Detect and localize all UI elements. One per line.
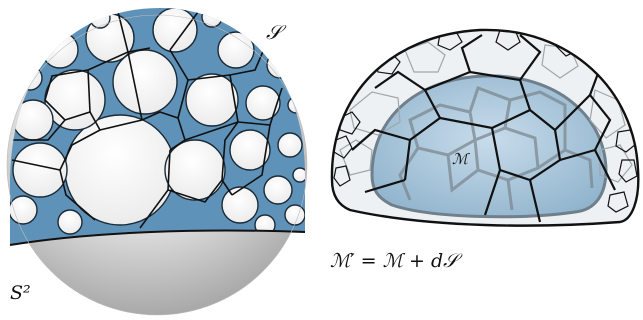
packing-circle (112, 49, 178, 115)
inner-mesh-label: ℳ (452, 150, 469, 168)
packing-circle (217, 31, 255, 69)
polygon-network (11, 11, 283, 229)
cap-boundary (9, 229, 306, 246)
packing-circle (201, 8, 223, 28)
packing-circle (164, 139, 226, 201)
packing-circle (277, 132, 303, 158)
packing-circle (284, 204, 305, 226)
packing-circle (10, 195, 38, 225)
packing-circle (292, 167, 305, 183)
right-dome-group (330, 28, 640, 227)
packing-circle (221, 186, 259, 224)
packing-circle (57, 209, 83, 235)
circle-packing (10, 8, 305, 236)
packing-circle (245, 85, 281, 121)
left-sphere-group (6, 8, 308, 316)
packing-circle (44, 69, 106, 131)
equation-label: ℳ′ = ℳ + d𝒮 (330, 250, 458, 272)
packing-circle (263, 175, 293, 205)
sphere-outline (6, 14, 308, 316)
packing-circle (152, 8, 198, 53)
packing-circle (266, 51, 294, 79)
dome-outline (330, 28, 640, 227)
packing-circle (17, 65, 43, 91)
packing-circle (89, 8, 111, 29)
packing-circle (185, 73, 239, 127)
packing-circle (12, 142, 68, 198)
packing-circle (229, 129, 271, 171)
sphere-label: S² (10, 282, 31, 304)
surface-label: 𝒮 (266, 20, 282, 44)
